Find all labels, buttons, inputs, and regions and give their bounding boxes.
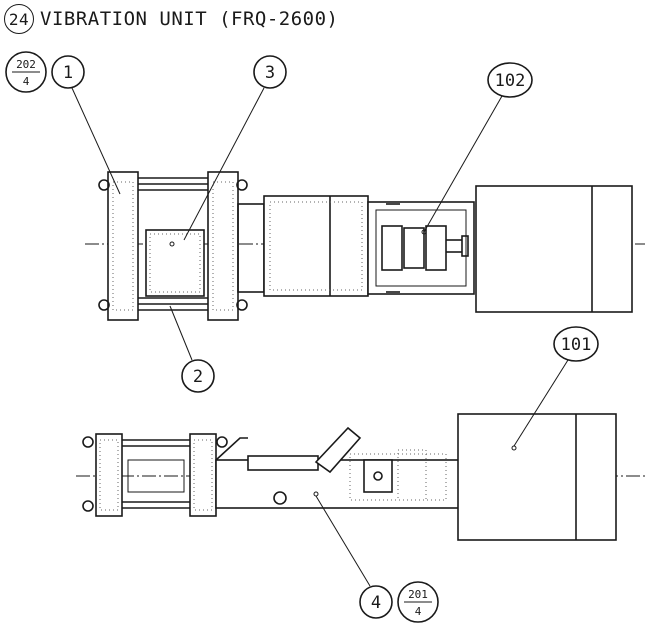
top-view [85, 171, 645, 321]
title-text: VIBRATION UNIT (FRQ-2600) [40, 8, 339, 30]
part-3-block [145, 229, 205, 297]
callout-3: 3 [183, 55, 287, 241]
svg-text:3: 3 [265, 63, 275, 83]
page-ref-201-4: 201 4 [397, 581, 439, 623]
callout-4: 4 [315, 495, 393, 619]
page-ref-202-4: 202 4 [5, 51, 47, 93]
svg-text:101: 101 [561, 335, 592, 355]
title-number: 24 [4, 4, 34, 34]
drawing-title: 24 VIBRATION UNIT (FRQ-2600) [4, 4, 338, 34]
part-101-motor [457, 413, 617, 541]
svg-text:201: 201 [408, 588, 428, 601]
svg-text:4: 4 [371, 593, 381, 613]
svg-text:2: 2 [193, 367, 203, 387]
callout-101: 101 [513, 326, 599, 447]
callout-1: 1 [51, 55, 121, 195]
svg-text:1: 1 [63, 63, 73, 83]
callout-2: 2 [169, 305, 215, 393]
svg-text:102: 102 [495, 71, 526, 91]
svg-text:202: 202 [16, 58, 36, 71]
callout-102: 102 [423, 62, 533, 233]
part-2-tie-rods [138, 177, 208, 311]
part-1-end-plate [98, 171, 139, 321]
svg-text:4: 4 [23, 75, 30, 88]
part-102-coupling [381, 225, 469, 271]
bottom-view [76, 413, 645, 541]
svg-text:4: 4 [415, 605, 422, 618]
